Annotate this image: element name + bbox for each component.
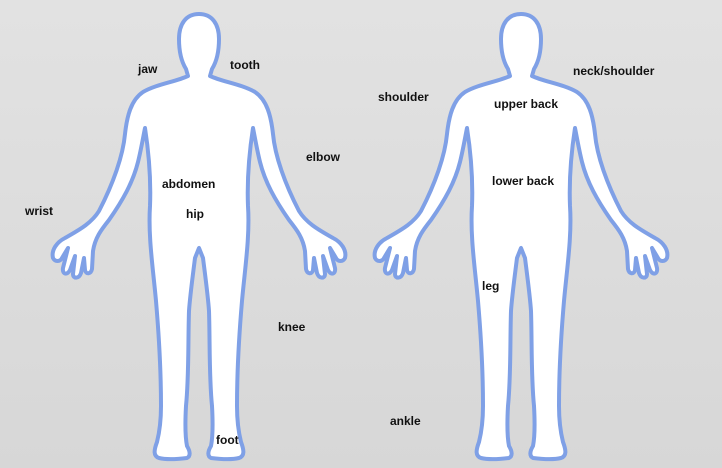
label-tooth[interactable]: tooth [230, 58, 260, 72]
label-abdomen[interactable]: abdomen [162, 177, 215, 191]
label-hip[interactable]: hip [186, 207, 204, 221]
label-elbow[interactable]: elbow [306, 150, 340, 164]
label-jaw[interactable]: jaw [138, 62, 157, 76]
label-upper-back[interactable]: upper back [494, 97, 558, 111]
label-leg[interactable]: leg [482, 279, 499, 293]
label-wrist[interactable]: wrist [25, 204, 53, 218]
front-body-figure [53, 14, 346, 459]
back-body-figure [375, 14, 668, 459]
label-lower-back[interactable]: lower back [492, 174, 554, 188]
label-ankle[interactable]: ankle [390, 414, 421, 428]
label-neck-shoulder[interactable]: neck/shoulder [573, 64, 654, 78]
label-foot[interactable]: foot [216, 433, 239, 447]
label-knee[interactable]: knee [278, 320, 305, 334]
label-shoulder[interactable]: shoulder [378, 90, 429, 104]
